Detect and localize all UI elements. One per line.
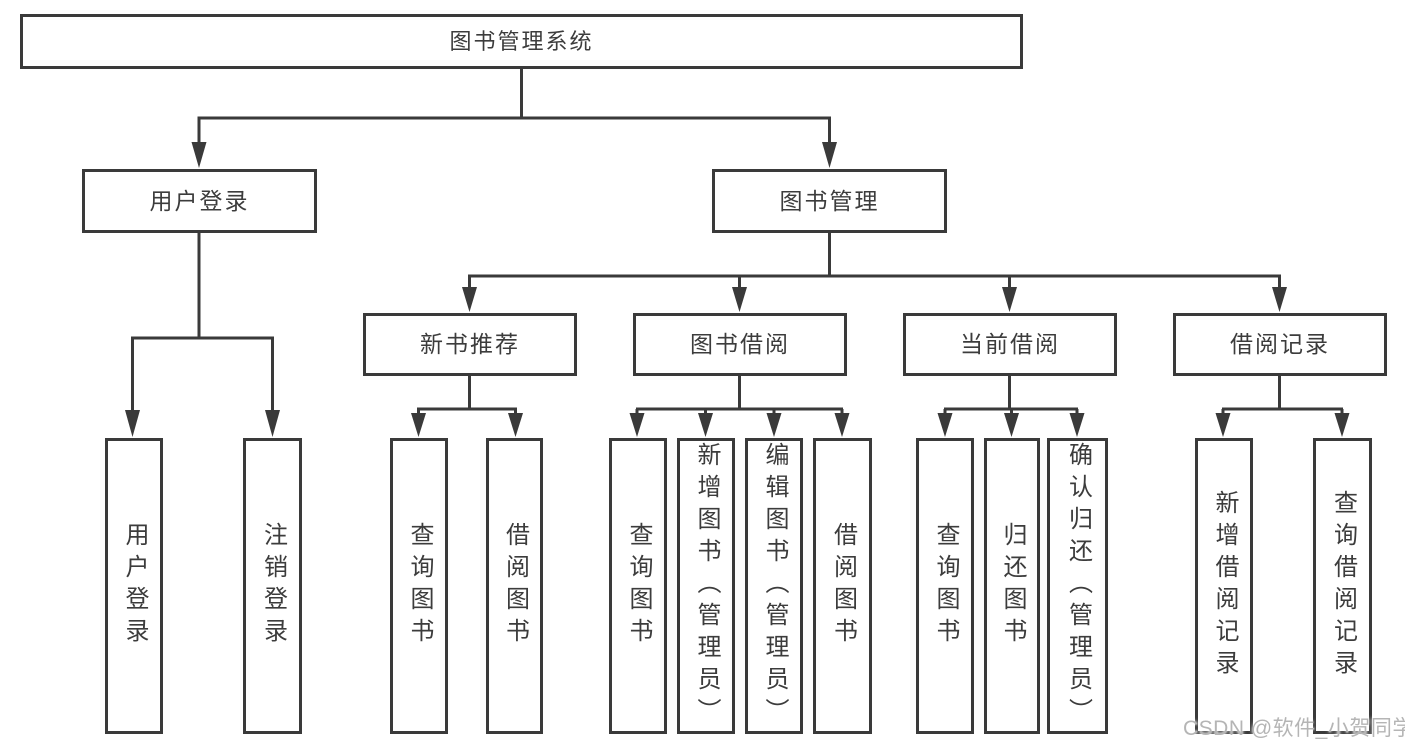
leaf-edit-book-admin: 编辑图书（管理员） [745,438,803,734]
leaf-query-books-current: 查询图书 [916,438,974,734]
leaf-borrow-books-recommend: 借阅图书 [486,438,543,734]
leaf-logout: 注销登录 [243,438,302,734]
leaf-add-book-admin: 新增图书（管理员） [677,438,735,734]
leaf-add-borrow-record: 新增借阅记录 [1195,438,1253,734]
node-borrowing-records: 借阅记录 [1173,313,1387,376]
leaf-confirm-return-admin: 确认归还（管理员） [1047,438,1108,734]
node-user-login: 用户登录 [82,169,317,233]
node-current-borrowing: 当前借阅 [903,313,1117,376]
csdn-watermark: CSDN @软件_小贺同学 [1183,717,1405,740]
node-new-book-recommendation: 新书推荐 [363,313,577,376]
node-book-management: 图书管理 [712,169,947,233]
node-library-management-system: 图书管理系统 [20,14,1023,69]
leaf-query-books-borrow: 查询图书 [609,438,667,734]
node-book-borrowing: 图书借阅 [633,313,847,376]
leaf-borrow-books: 借阅图书 [813,438,872,734]
leaf-return-book: 归还图书 [984,438,1040,734]
leaf-user-login: 用户登录 [105,438,163,734]
leaf-query-books-recommend: 查询图书 [390,438,448,734]
leaf-query-borrow-record: 查询借阅记录 [1313,438,1372,734]
